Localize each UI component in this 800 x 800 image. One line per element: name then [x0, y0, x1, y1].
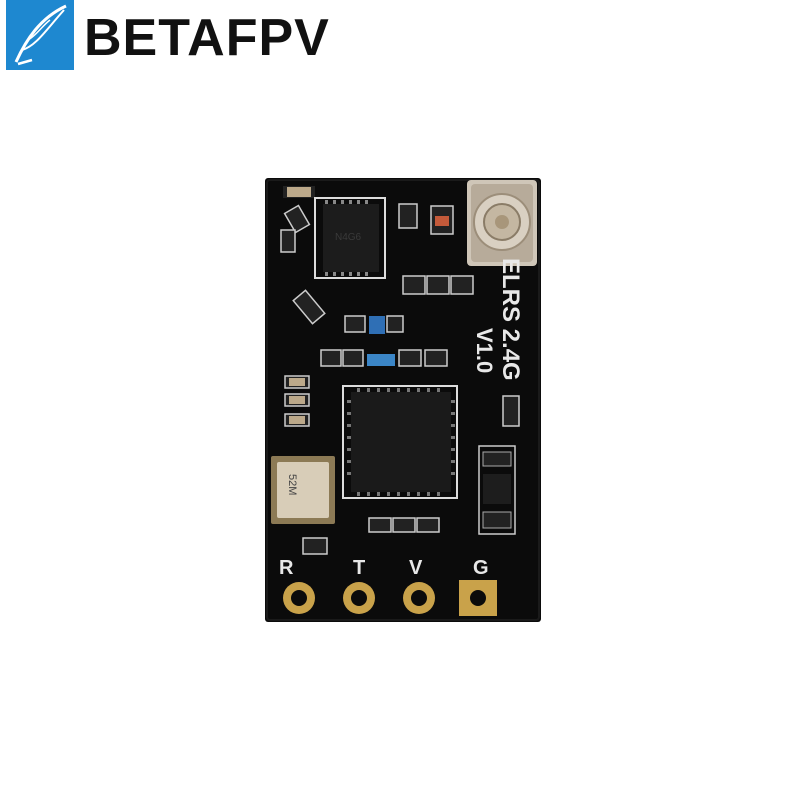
brand-name: BETAFPV [84, 9, 330, 67]
board-version-label: V1.0 [472, 328, 497, 373]
antenna-connector [467, 180, 537, 266]
solder-pads [283, 580, 497, 616]
crystal-label: 52M [286, 474, 298, 495]
mcu-chip [342, 385, 458, 499]
blue-capacitors [320, 315, 448, 367]
board-model-label: ELRS 2.4G [497, 258, 524, 381]
svg-text:N4G6: N4G6 [335, 232, 362, 243]
brand-logo [6, 0, 74, 70]
crystal-oscillator: 52M [271, 456, 335, 524]
qfn-chip-top: N4G6 [314, 197, 386, 279]
pin-label-t: T [353, 557, 365, 579]
elrs-receiver-board: N4G6 [265, 178, 541, 622]
pin-label-v: V [409, 557, 423, 579]
pin-label-r: R [279, 557, 294, 579]
feather-logo-icon [14, 4, 67, 66]
voltage-regulator [478, 445, 516, 535]
pin-label-g: G [473, 557, 489, 579]
